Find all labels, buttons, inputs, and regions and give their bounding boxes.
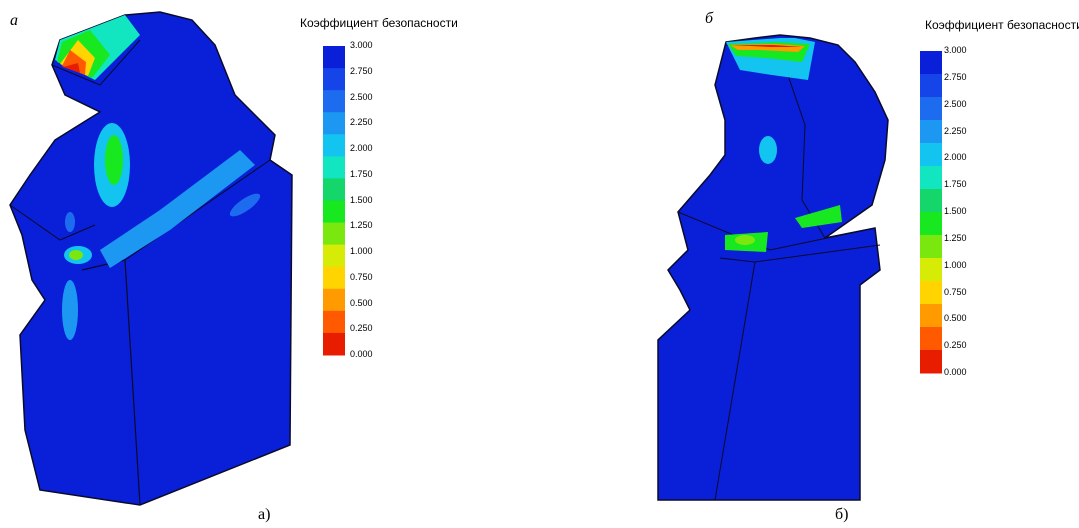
colorbar-segment (323, 200, 345, 224)
legend-colorbar-b (920, 51, 942, 374)
legend-tick-label: 2.250 (944, 125, 967, 136)
legend-tick-label: 1.500 (350, 194, 373, 205)
colorbar-segment (323, 134, 345, 157)
colorbar-segment (323, 244, 345, 268)
colorbar-segment (920, 189, 942, 213)
legend-tick-label: 1.000 (350, 246, 373, 256)
legend-tick-label: 0.000 (350, 349, 373, 359)
part-body (657, 34, 889, 501)
colorbar-segment (323, 46, 345, 69)
panel-letter: б (705, 10, 714, 27)
panel-caption: б) (835, 506, 849, 523)
legend-tick-label: 1.250 (350, 220, 373, 231)
colorbar-segment (323, 310, 345, 334)
legend-tick-label: 0.250 (350, 323, 373, 334)
colorbar-segment (920, 166, 942, 190)
colorbar-segment (920, 350, 942, 374)
colorbar-segment (323, 332, 345, 356)
legend-tick-label: 0.000 (944, 367, 967, 377)
colorbar-segment (323, 156, 345, 179)
legend-tick-label: 1.250 (944, 232, 967, 243)
legend-tick-label: 1.000 (944, 259, 967, 270)
legend-tick-label: 0.750 (350, 271, 373, 282)
colorbar-segment (920, 327, 942, 351)
panel-a: а Коэффициент безопасности 3.000 2.750 2.5… (9, 11, 458, 523)
colorbar-segment (323, 178, 345, 201)
colorbar-segment (920, 281, 942, 305)
safety-factor-render-b (657, 34, 889, 501)
legend-title: Коэффициент безопасности (925, 18, 1079, 32)
colorbar-segment (920, 74, 942, 98)
panel-letter: а (10, 12, 18, 29)
safety-factor-render-a (9, 11, 293, 506)
legend-tick-label: 0.500 (350, 297, 373, 308)
legend-tick-label: 3.000 (350, 40, 373, 50)
part-body (9, 11, 293, 506)
colorbar-segment (920, 143, 942, 167)
colorbar-segment (323, 222, 345, 246)
panel-b: б Коэффициент безопасности 3.000 2.750 2.5… (540, 0, 1079, 528)
legend-tick-label: 1.750 (350, 168, 373, 179)
legend-tick-label: 2.000 (350, 143, 373, 153)
colorbar-segment (920, 258, 942, 282)
legend-tick-label: 3.000 (944, 45, 967, 55)
colorbar-segment (920, 212, 942, 236)
legend-tick-label: 2.500 (944, 98, 967, 109)
legend-tick-label: 1.500 (944, 206, 967, 216)
legend-tick-label: 1.750 (944, 179, 967, 190)
legend-tick-label: 0.750 (944, 286, 967, 297)
colorbar-segment (323, 266, 345, 290)
colorbar-segment (323, 112, 345, 135)
legend-tick-label: 2.750 (944, 71, 967, 82)
legend-tick-label: 0.250 (944, 340, 967, 351)
legend-tick-label: 2.000 (944, 152, 967, 163)
legend-tick-label: 0.500 (944, 313, 967, 324)
legend-tick-label: 2.500 (350, 91, 373, 102)
colorbar-segment (323, 90, 345, 113)
legend-colorbar-a (323, 46, 345, 356)
colorbar-segment (920, 97, 942, 121)
panel-caption: а) (258, 506, 271, 523)
colorbar-segment (920, 120, 942, 144)
legend-tick-label: 2.750 (350, 65, 373, 76)
colorbar-segment (323, 68, 345, 91)
colorbar-segment (920, 235, 942, 259)
legend-title: Коэффициент безопасности (300, 16, 458, 30)
colorbar-segment (920, 51, 942, 75)
colorbar-segment (323, 288, 345, 312)
legend-tick-label: 2.250 (350, 117, 373, 128)
colorbar-segment (920, 304, 942, 328)
